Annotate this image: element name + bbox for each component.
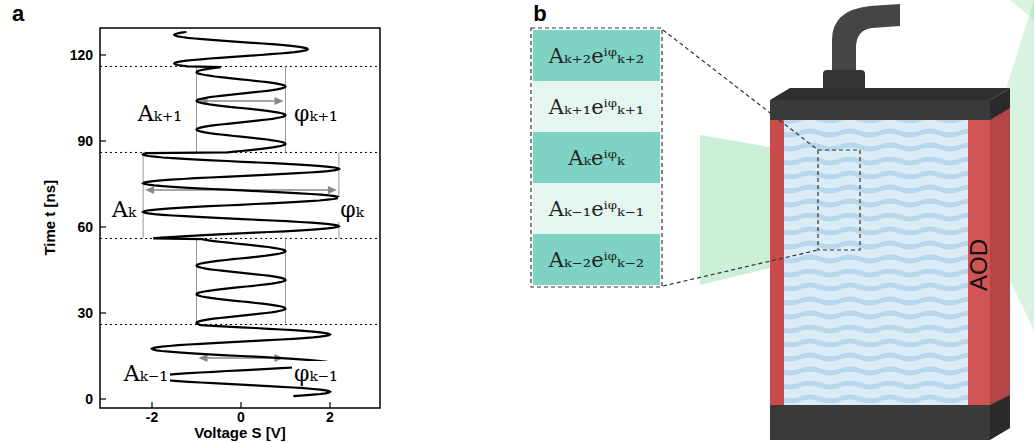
tick-label: 60 — [77, 218, 93, 236]
band-text: Aₖeⁱᵠₖ — [568, 146, 624, 170]
amplitude-arrow — [205, 100, 278, 102]
tick — [100, 312, 106, 313]
signal-band: Aₖeⁱᵠₖ — [533, 132, 660, 183]
tick-label-text: 30 — [77, 305, 93, 321]
tick-label: 2 — [326, 408, 334, 426]
tick — [100, 140, 106, 141]
tick — [329, 402, 330, 408]
tick-label-text: 90 — [77, 133, 93, 149]
segment-divider — [100, 324, 380, 325]
plot-frame — [100, 28, 380, 408]
segment-divider — [100, 238, 380, 239]
tick — [100, 226, 106, 227]
tick-label: 120 — [70, 46, 93, 64]
segment-dividers — [100, 66, 380, 324]
segment-divider — [100, 66, 380, 67]
band-text: Aₖ₋₂eⁱᵠₖ₋₂ — [549, 248, 644, 272]
tick-label: -2 — [146, 408, 158, 426]
axis-title-text: Voltage S [V] — [194, 424, 285, 441]
band-text: Aₖ₊₂eⁱᵠₖ₊₂ — [549, 44, 644, 68]
tick-label-text: 60 — [77, 219, 93, 235]
phase-label-text: φₖ₊₁ — [292, 101, 340, 126]
amplitude-label: Aₖ — [110, 198, 138, 222]
band-text: Aₖ₊₁eⁱᵠₖ₊₁ — [549, 95, 644, 119]
phase-label-text: φₖ — [338, 197, 365, 222]
phase-label: φₖ — [338, 198, 365, 222]
arrow-head — [145, 186, 154, 194]
tick-label: 0 — [237, 408, 245, 426]
axis-title: Voltage S [V] — [194, 424, 285, 442]
tick-label: 30 — [77, 304, 93, 322]
phase-label: φₖ₊₁ — [292, 102, 340, 126]
amplitude-label-text: Aₖ₋₁ — [122, 361, 170, 386]
arrow-head — [328, 186, 337, 194]
tick — [151, 402, 152, 408]
arrow-head — [275, 97, 284, 105]
band-text: Aₖ₋₁eⁱᵠₖ₋₁ — [549, 197, 644, 221]
tick-label: 0 — [85, 390, 93, 408]
waveform-line — [143, 32, 339, 396]
panel-letter-text: b — [533, 1, 546, 26]
signal-band: Aₖ₊₁eⁱᵠₖ₊₁ — [533, 81, 660, 132]
tick-label-text: 0 — [237, 409, 245, 425]
amplitude-edge — [285, 66, 286, 152]
tick — [240, 402, 241, 408]
axis-title-text: Time t [ns] — [41, 180, 58, 256]
panel-letter: a — [12, 2, 24, 26]
signal-band: Aₖ₋₂eⁱᵠₖ₋₂ — [533, 234, 660, 285]
waveform — [143, 32, 339, 396]
axis-title: Time t [ns] — [41, 180, 59, 256]
amplitude-label-text: Aₖ₊₁ — [136, 101, 184, 126]
tick — [100, 54, 106, 55]
signal-band: Aₖ₋₁eⁱᵠₖ₋₁ — [533, 183, 660, 234]
tick-label-text: 0 — [85, 391, 93, 407]
tick-label-text: -2 — [146, 409, 158, 425]
amplitude-edge — [196, 66, 197, 152]
zoom-lines — [531, 28, 860, 287]
amplitude-label: Aₖ₋₁ — [122, 362, 170, 386]
tick-label-text: 120 — [70, 47, 93, 63]
amplitude-label: Aₖ₊₁ — [136, 102, 184, 126]
amplitude-edge — [143, 152, 144, 238]
phase-label: φₖ₋₁ — [292, 362, 340, 386]
phase-label-text: φₖ₋₁ — [292, 361, 340, 386]
amplitude-label-text: Aₖ — [110, 197, 138, 222]
amplitude-edge — [196, 238, 197, 324]
panel-letter-text: a — [12, 1, 24, 26]
tick-label-text: 2 — [326, 409, 334, 425]
signal-band: Aₖ₊₂eⁱᵠₖ₊₂ — [533, 30, 660, 81]
aod-device — [770, 4, 1010, 440]
device-name: AOD — [965, 239, 993, 291]
panel-letter: b — [533, 2, 546, 26]
tick-label: 90 — [77, 132, 93, 150]
tick — [100, 398, 106, 399]
device-label-box: AOD — [968, 150, 990, 380]
